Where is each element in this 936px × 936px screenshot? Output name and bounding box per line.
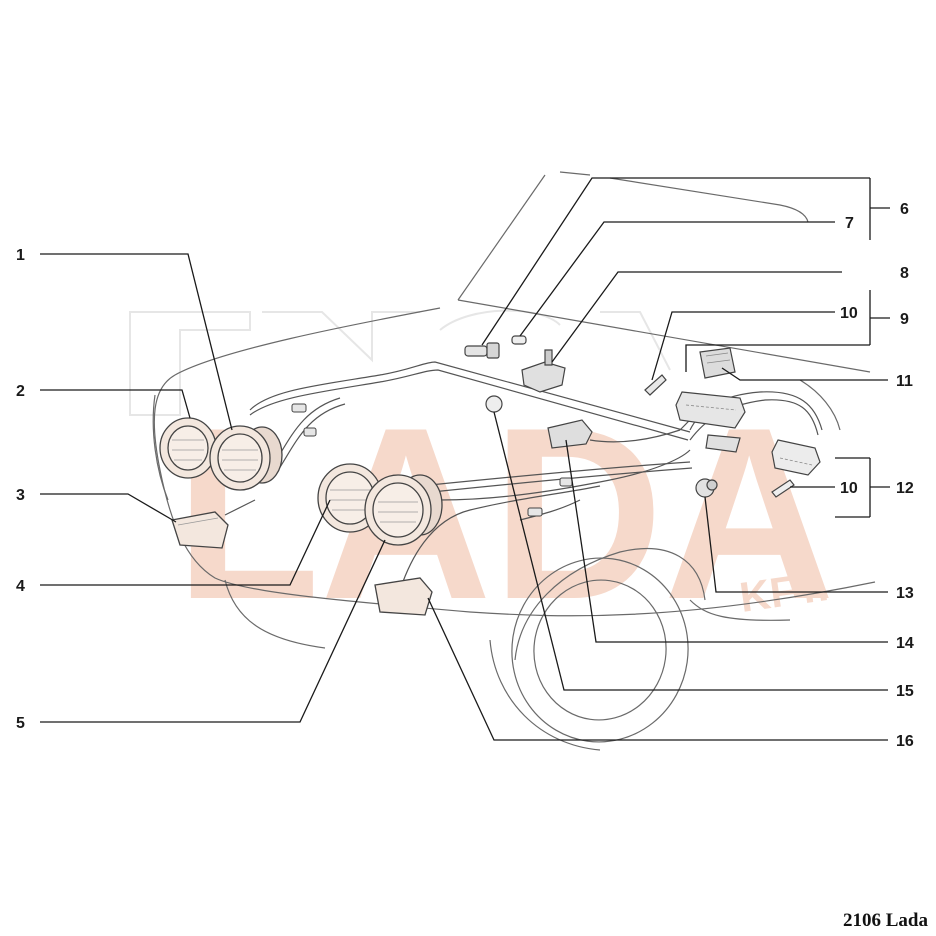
bulb-small — [511, 335, 527, 345]
leader-lines — [40, 177, 890, 741]
callout-9: 9 — [900, 311, 909, 328]
callout-16: 16 — [896, 733, 914, 750]
small-connectors — [291, 403, 573, 517]
callout-10-lower: 10 — [840, 480, 858, 497]
headlamp-left-outer — [159, 417, 217, 479]
callout-10-upper: 10 — [840, 305, 858, 322]
bulb-10-lower — [771, 479, 795, 498]
connector-plug — [705, 434, 741, 453]
callout-4: 4 — [16, 578, 25, 595]
diagram-caption: 2106 Lada — [843, 910, 928, 931]
front-indicator-left — [171, 511, 229, 549]
callout-6: 6 — [900, 201, 909, 218]
bulb-10-upper — [644, 374, 667, 396]
callout-numbers: 1 2 3 4 5 6 7 8 9 10 11 10 12 13 14 15 1… — [16, 201, 914, 750]
callout-8: 8 — [900, 265, 909, 282]
bulb-15 — [485, 395, 503, 413]
ignition-switch — [521, 349, 566, 393]
wiring-harness — [224, 361, 823, 591]
rear-lamp-12 — [771, 439, 821, 476]
instrument-lamp-housing — [675, 391, 746, 429]
headlamp-right-inner — [364, 474, 443, 546]
callout-13: 13 — [896, 585, 914, 602]
callout-7: 7 — [845, 215, 854, 232]
callout-1: 1 — [16, 247, 25, 264]
callout-3: 3 — [16, 487, 25, 504]
callout-5: 5 — [16, 715, 25, 732]
callout-14: 14 — [896, 635, 914, 652]
front-indicator-right — [374, 577, 433, 616]
callout-11: 11 — [896, 373, 913, 390]
switch-13 — [695, 478, 718, 498]
callout-2: 2 — [16, 383, 25, 400]
components — [159, 335, 821, 616]
headlamp-left-inner — [209, 425, 283, 491]
relay-14 — [547, 419, 593, 449]
car-body-outline — [152, 171, 876, 751]
callout-15: 15 — [896, 683, 914, 700]
callout-12: 12 — [896, 480, 914, 497]
light-switch-lever — [464, 342, 500, 359]
